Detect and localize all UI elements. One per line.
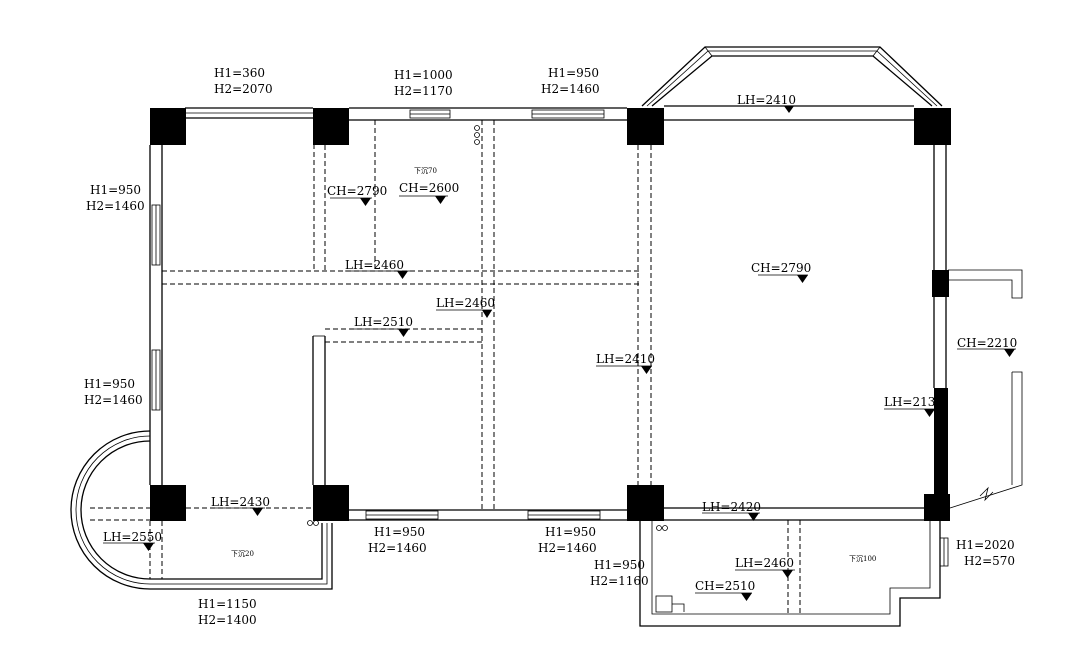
window-label-h1: H1=2020 xyxy=(956,538,1015,552)
height-marker-text: LH=2410 xyxy=(596,352,655,366)
height-marker-text: CH=2790 xyxy=(751,261,811,275)
height-marker-text: LH=2460 xyxy=(345,258,404,272)
window-label-h2: H2=570 xyxy=(964,554,1015,568)
level-marker-icon xyxy=(782,570,793,578)
window-label-h1: H1=950 xyxy=(84,377,135,391)
window-label-h1: H1=950 xyxy=(548,66,599,80)
structural-columns xyxy=(150,108,951,521)
height-marker-text: LH=2460 xyxy=(735,556,794,570)
floor-notes: 下沉70 下沉20 下沉100 xyxy=(231,167,876,563)
level-marker-icon xyxy=(398,329,409,337)
level-marker-icon xyxy=(1004,349,1015,357)
window-label-h2: H2=2070 xyxy=(214,82,273,96)
level-marker-icon xyxy=(924,409,935,417)
height-marker-text: CH=2510 xyxy=(695,579,755,593)
height-marker-text: CH=2600 xyxy=(399,181,459,195)
level-marker-icon xyxy=(482,310,492,318)
window-label-h2: H2=1460 xyxy=(541,82,600,96)
pipe-symbols xyxy=(307,125,668,531)
level-marker-icon xyxy=(360,198,371,206)
height-marker-text: CH=2210 xyxy=(957,336,1017,350)
window-labels: H1=360 H2=2070 H1=1000 H2=1170 H1=950 H2… xyxy=(84,66,1015,627)
window-label-h2: H2=1160 xyxy=(590,574,649,588)
height-marker-text: CH=2790 xyxy=(327,184,387,198)
window-label-h2: H2=1460 xyxy=(86,199,145,213)
window-label-h1: H1=1000 xyxy=(394,68,453,82)
floor-note-sink100: 下沉100 xyxy=(849,555,876,563)
window-label-h1: H1=1150 xyxy=(198,597,257,611)
window-label-h1: H1=950 xyxy=(545,525,596,539)
window-label-h2: H2=1460 xyxy=(538,541,597,555)
height-marker-text: LH=2460 xyxy=(436,296,495,310)
window-label-h2: H2=1170 xyxy=(394,84,453,98)
level-marker-icon xyxy=(252,508,263,516)
floor-note-sink70: 下沉70 xyxy=(414,167,437,175)
height-marker-text: LH=2420 xyxy=(702,500,761,514)
window-label-h2: H2=1460 xyxy=(368,541,427,555)
beam-lines xyxy=(90,119,924,614)
level-marker-icon xyxy=(741,593,752,601)
height-marker-text: LH=2510 xyxy=(354,315,413,329)
level-marker-icon xyxy=(143,543,154,551)
floor-note-sink20: 下沉20 xyxy=(231,550,254,558)
level-marker-icon xyxy=(641,366,652,374)
exterior-walls xyxy=(70,46,1023,627)
window-label-h1: H1=950 xyxy=(594,558,645,572)
window-label-h2: H2=1460 xyxy=(84,393,143,407)
height-marker-text: LH=2410 xyxy=(737,93,796,107)
window-label-h1: H1=950 xyxy=(374,525,425,539)
height-marker-text: LH=2430 xyxy=(211,495,270,509)
height-marker-text: LH=2550 xyxy=(103,530,162,544)
height-markers: LH=2410 CH=2790 CH=2600 LH=2460 LH=2460 … xyxy=(103,93,1017,601)
window-label-h1: H1=360 xyxy=(214,66,265,80)
level-marker-icon xyxy=(435,196,446,204)
level-marker-icon xyxy=(748,513,759,521)
level-marker-icon xyxy=(397,271,408,279)
window-label-h1: H1=950 xyxy=(90,183,141,197)
window-label-h2: H2=1400 xyxy=(198,613,257,627)
level-marker-icon xyxy=(797,275,808,283)
height-marker-text: LH=2130 xyxy=(884,395,943,409)
level-marker-icon xyxy=(784,106,794,113)
